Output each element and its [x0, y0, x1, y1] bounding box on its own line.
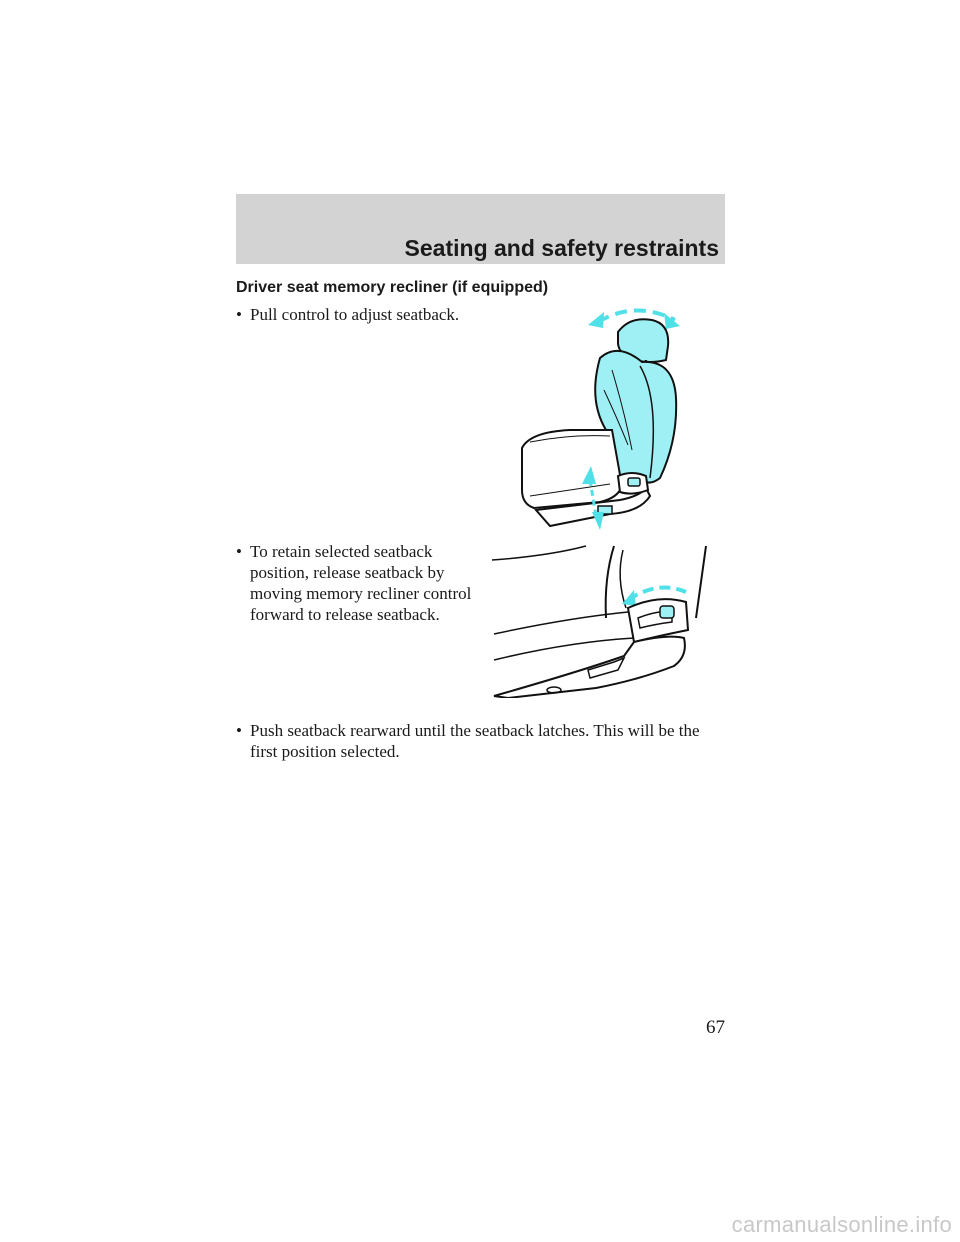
bullet-item: • Pull control to adjust seatback.	[236, 304, 476, 325]
page-number: 67	[706, 1017, 725, 1038]
section-header-title: Seating and safety restraints	[404, 235, 719, 261]
bullet-marker: •	[236, 721, 242, 740]
bullet-marker: •	[236, 542, 242, 561]
bullet-item: • Push seatback rearward until the seatb…	[236, 720, 726, 762]
bullet-item: • To retain selected seatback position, …	[236, 541, 476, 625]
seat-recline-illustration-icon	[500, 300, 710, 530]
recliner-control-closeup-icon	[488, 538, 713, 700]
bullet-text: To retain selected seatback position, re…	[250, 542, 472, 624]
section-header-band: Seating and safety restraints	[236, 194, 725, 264]
section-heading: Driver seat memory recliner (if equipped…	[236, 279, 549, 296]
watermark: carmanualsonline.info	[731, 1212, 952, 1237]
bullet-text: Push seatback rearward until the seatbac…	[250, 721, 700, 761]
bullet-marker: •	[236, 305, 242, 324]
bullet-text: Pull control to adjust seatback.	[250, 305, 460, 324]
